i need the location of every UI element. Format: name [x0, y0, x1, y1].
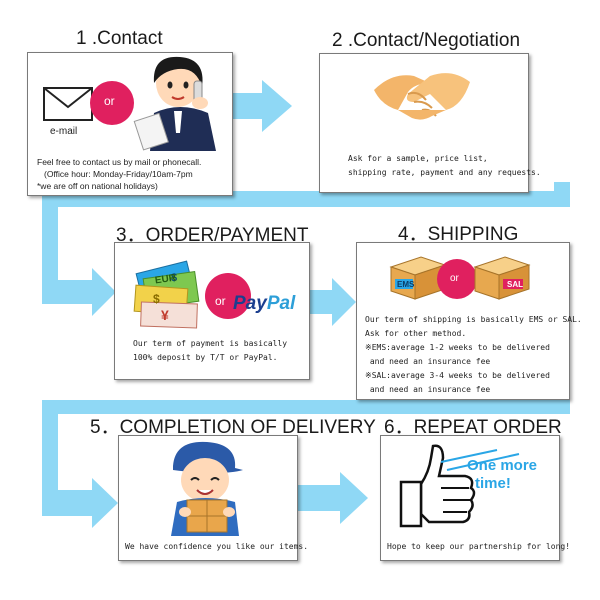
step-4-line-6: and need an insurance fee [365, 385, 491, 394]
delivery-man-illustration [171, 441, 243, 536]
step-4-line-2: Ask for other method. [365, 329, 467, 338]
paypal-logo: PayPal [233, 293, 295, 315]
svg-text:$: $ [171, 272, 177, 284]
connector-4-to-5-vertical [42, 400, 58, 504]
step-5-box: We have confidence you like our items. [118, 435, 308, 561]
step-6-box: One more time! Hope to keep our partners… [380, 435, 570, 561]
step-2-line-1: Ask for a sample, price list, [348, 154, 488, 163]
arrow-1-to-2 [222, 80, 292, 132]
or-label-4: or [450, 273, 459, 284]
envelope-icon [43, 87, 93, 121]
step-1-box: e-mail or Feel free to contact us by mai… [27, 52, 233, 196]
step-1-line-1: Feel free to contact us by mail or phone… [37, 157, 202, 167]
step-5-title: 5．COMPLETION OF DELIVERY [90, 417, 376, 438]
step-2-line-2: shipping rate, payment and any requests. [348, 168, 541, 177]
arrow-3-to-4 [310, 278, 356, 326]
arrow-5-to-6 [296, 472, 368, 524]
step-1-line-3: *we are off on national holidays) [37, 181, 158, 191]
step-5-line-1: We have confidence you like our items. [125, 542, 309, 551]
connector-4-to-5-horizontal [42, 400, 570, 414]
or-circle-4 [437, 259, 477, 299]
step-4-line-1: Our term of shipping is basically EMS or… [365, 315, 582, 324]
one-more-callout: One more [467, 457, 538, 474]
step-2-box: Ask for a sample, price list, shipping r… [319, 53, 541, 193]
or-label: or [104, 94, 115, 108]
ems-label: EMS [397, 280, 415, 289]
step-3-title: 3．ORDER/PAYMENT [116, 225, 309, 246]
step-6-title: 6．REPEAT ORDER [384, 417, 562, 438]
step-3-box: ¥ $ $ EUR or PayPal Our term of payment … [114, 242, 310, 380]
step-2-title: 2 .Contact/Negotiation [332, 30, 521, 51]
step-3-line-1: Our term of payment is basically [133, 339, 288, 348]
paypal-logo-pay: Pay [233, 293, 267, 314]
callout-lines [440, 449, 520, 471]
sal-box-icon [473, 256, 531, 300]
step-1-line-2: (Office hour: Monday-Friday/10am-7pm [44, 169, 193, 179]
arrow-into-3 [42, 268, 116, 316]
time-callout: time! [475, 475, 511, 492]
or-label-3: or [215, 294, 226, 308]
or-circle-3 [205, 273, 251, 319]
svg-text:$: $ [153, 292, 160, 306]
paypal-logo-pal: Pal [266, 293, 296, 314]
step-1-title: 1 .Contact [76, 28, 163, 49]
arrow-into-5 [42, 478, 118, 528]
step-4-line-4: and need an insurance fee [365, 357, 491, 366]
step-4-line-5: ※SAL:average 3-4 weeks to be delivered [365, 371, 550, 380]
handshake-icon [374, 73, 470, 120]
sal-label: SAL [507, 280, 523, 289]
or-circle [90, 81, 134, 125]
currency-notes-icon: ¥ $ $ [133, 260, 200, 329]
step-3-line-2: 100% deposit by T/T or PayPal. [133, 353, 278, 362]
step-4-line-3: ※EMS:average 1-2 weeks to be delivered [365, 343, 550, 352]
step-4-box: EMS or SAL Our term of shipping is basic… [356, 242, 582, 400]
thumbs-up-icon [399, 444, 476, 528]
step-4-title: 4．SHIPPING [398, 224, 519, 245]
step-6-line-1: Hope to keep our partnership for long! [387, 542, 571, 551]
connector-2-to-3-riser [554, 182, 570, 202]
connector-2-to-3-vertical [42, 191, 58, 296]
email-label: e-mail [50, 126, 78, 137]
ems-box-icon [389, 256, 447, 300]
svg-text:¥: ¥ [161, 307, 169, 323]
woman-phone-illustration [133, 56, 216, 151]
